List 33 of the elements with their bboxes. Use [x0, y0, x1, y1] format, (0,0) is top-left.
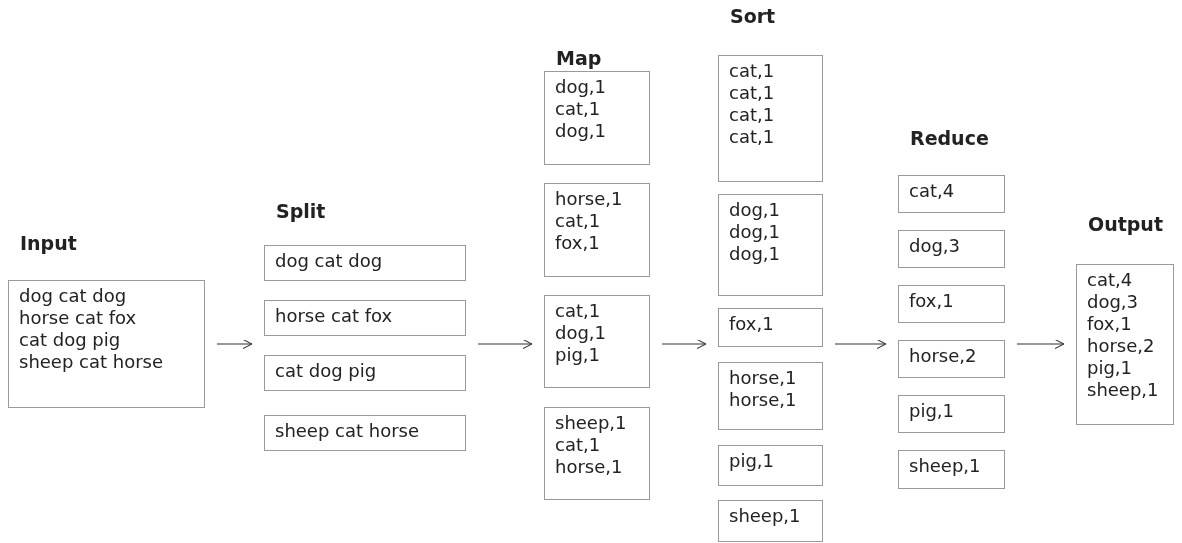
data-box: dog,1 dog,1 dog,1: [718, 194, 823, 296]
data-box: horse,2: [898, 340, 1005, 378]
arrow: [834, 338, 887, 350]
arrow: [661, 338, 707, 350]
data-box: cat dog pig: [264, 355, 466, 391]
data-box: dog cat dog horse cat fox cat dog pig sheep cat horse: [8, 280, 205, 408]
data-box: horse cat fox: [264, 300, 466, 336]
data-box: cat,1 dog,1 pig,1: [544, 295, 650, 388]
data-box: sheep,1: [898, 450, 1005, 489]
column-heading: Reduce: [910, 127, 989, 149]
data-box: dog,1 cat,1 dog,1: [544, 71, 650, 165]
data-box: cat,1 cat,1 cat,1 cat,1: [718, 55, 823, 182]
column-heading: Output: [1088, 213, 1163, 235]
data-box: cat,4: [898, 175, 1005, 213]
arrow: [1016, 338, 1065, 350]
column-heading: Input: [20, 232, 77, 254]
arrow: [477, 338, 533, 350]
data-box: fox,1: [898, 285, 1005, 323]
arrow: [216, 338, 253, 350]
data-box: pig,1: [898, 395, 1005, 433]
data-box: fox,1: [718, 308, 823, 347]
data-box: sheep cat horse: [264, 415, 466, 451]
column-heading: Sort: [730, 5, 776, 27]
data-box: horse,1 cat,1 fox,1: [544, 183, 650, 277]
data-box: sheep,1: [718, 500, 823, 542]
data-box: sheep,1 cat,1 horse,1: [544, 407, 650, 500]
data-box: pig,1: [718, 445, 823, 486]
data-box: dog,3: [898, 230, 1005, 268]
data-box: horse,1 horse,1: [718, 362, 823, 430]
column-heading: Map: [556, 47, 602, 69]
data-box: dog cat dog: [264, 245, 466, 281]
data-box: cat,4 dog,3 fox,1 horse,2 pig,1 sheep,1: [1076, 264, 1174, 425]
column-heading: Split: [276, 200, 326, 222]
